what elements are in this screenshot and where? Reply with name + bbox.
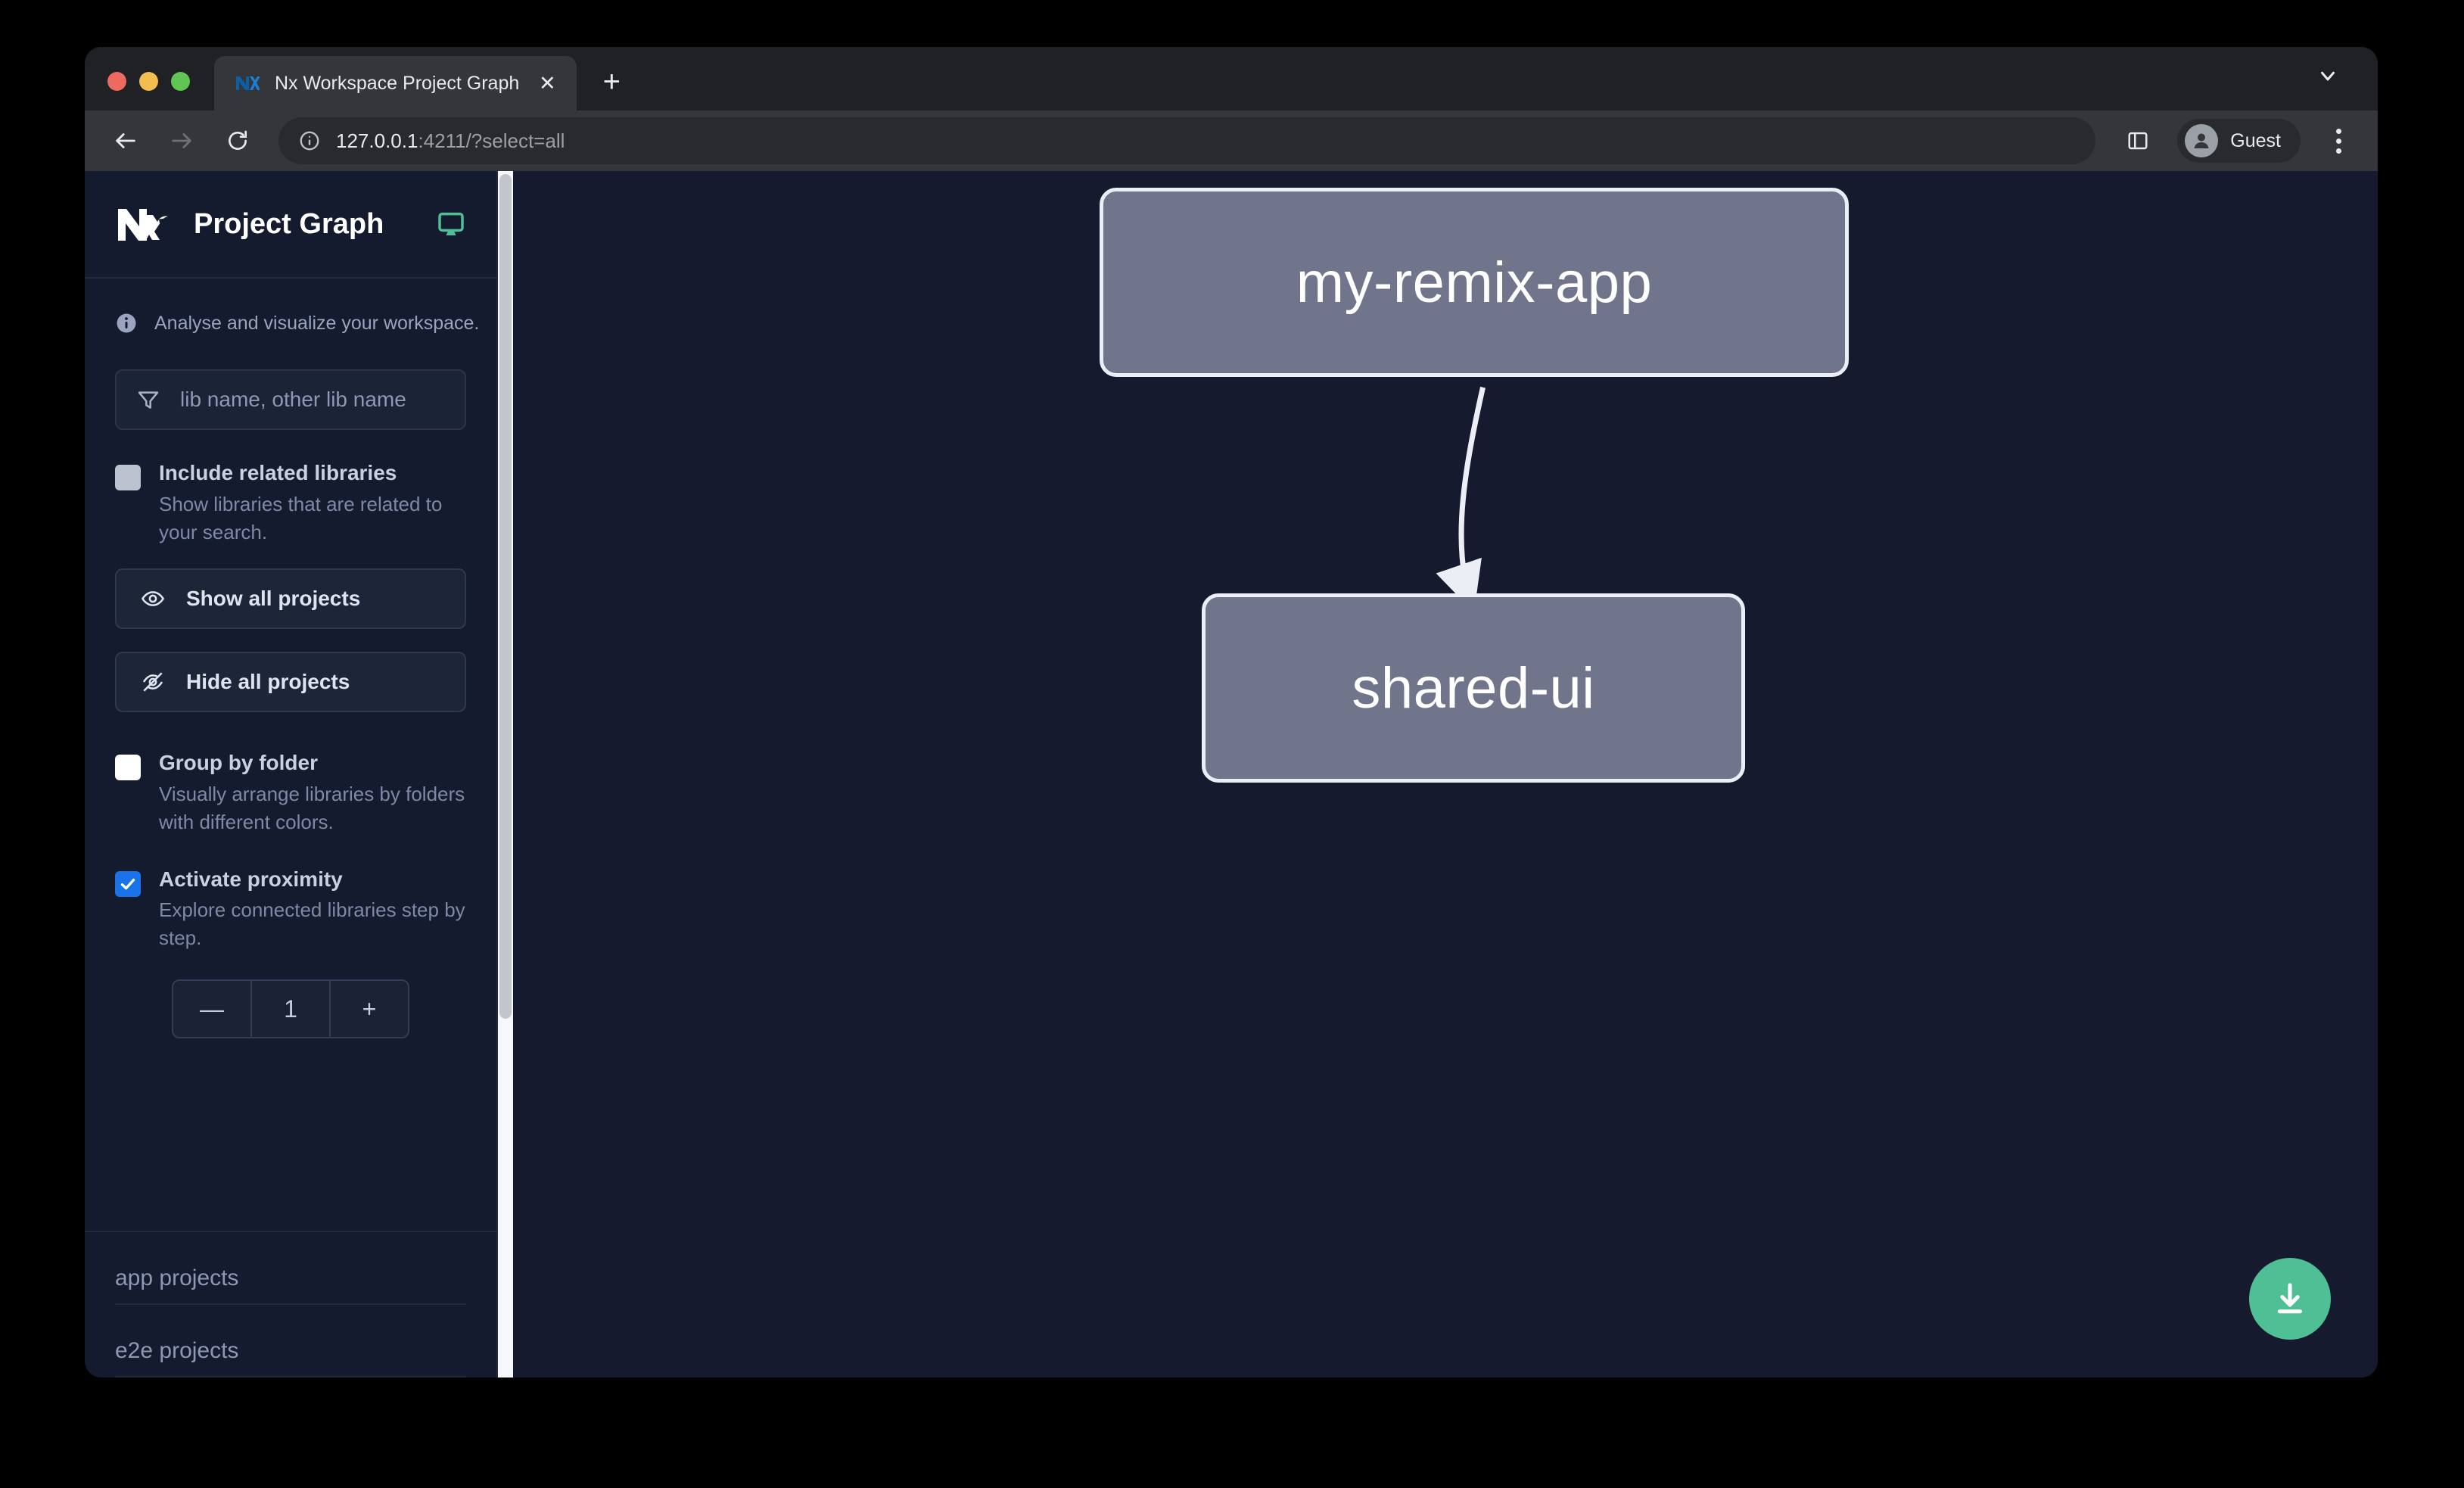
- reload-icon[interactable]: [213, 117, 262, 165]
- back-arrow-icon[interactable]: [101, 117, 150, 165]
- sidebar-scrollbar[interactable]: [498, 171, 513, 1377]
- stepper-increment-button[interactable]: +: [329, 981, 408, 1038]
- option-include-related-libraries[interactable]: Include related libraries Show libraries…: [115, 460, 466, 546]
- address-bar[interactable]: 127.0.0.1:4211/?select=all: [278, 117, 2096, 164]
- option-activate-proximity[interactable]: Activate proximity Explore connected lib…: [115, 867, 466, 952]
- close-tab-button[interactable]: ✕: [538, 71, 556, 95]
- option-group-by-folder[interactable]: Group by folder Visually arrange librari…: [115, 750, 466, 836]
- maximize-window-button[interactable]: [171, 72, 190, 91]
- hide-all-projects-label: Hide all projects: [186, 670, 350, 694]
- graph-node-label: my-remix-app: [1296, 250, 1653, 315]
- section-label: e2e projects: [115, 1338, 239, 1363]
- tab-strip: Nx Workspace Project Graph ✕ +: [85, 47, 2378, 111]
- proximity-stepper: — 1 +: [172, 979, 409, 1039]
- page-content: Project Graph: [85, 171, 2378, 1377]
- window-traffic-lights: [107, 72, 190, 111]
- monitor-icon[interactable]: [436, 209, 466, 239]
- option-description: Explore connected libraries step by step…: [159, 898, 465, 950]
- section-e2e-projects[interactable]: e2e projects: [115, 1305, 466, 1377]
- graph-node-shared-ui[interactable]: shared-ui: [1202, 593, 1745, 783]
- browser-toolbar: 127.0.0.1:4211/?select=all Guest: [85, 111, 2378, 171]
- search-input-placeholder: lib name, other lib name: [180, 388, 406, 411]
- option-label: Group by folder: [159, 751, 318, 775]
- address-bar-host: 127.0.0.1: [336, 129, 418, 152]
- new-tab-button[interactable]: +: [602, 65, 621, 98]
- graph-node-label: shared-ui: [1352, 655, 1595, 721]
- checkbox-group-by-folder[interactable]: [115, 755, 141, 781]
- option-label: Activate proximity: [159, 867, 343, 891]
- funnel-icon: [136, 388, 160, 412]
- forward-arrow-icon[interactable]: [157, 117, 206, 165]
- sidebar: Project Graph: [85, 171, 513, 1377]
- stepper-decrement-button[interactable]: —: [200, 995, 224, 1023]
- hide-all-projects-button[interactable]: Hide all projects: [115, 652, 466, 713]
- search-input[interactable]: lib name, other lib name: [115, 369, 466, 430]
- profile-button[interactable]: Guest: [2177, 119, 2301, 163]
- avatar: [2185, 124, 2219, 157]
- side-panel-icon[interactable]: [2117, 120, 2159, 162]
- graph-node-my-remix-app[interactable]: my-remix-app: [1100, 188, 1849, 377]
- show-all-projects-button[interactable]: Show all projects: [115, 568, 466, 630]
- download-icon: [2270, 1278, 2310, 1319]
- stepper-value: 1: [250, 981, 329, 1038]
- option-description: Visually arrange libraries by folders wi…: [159, 783, 465, 833]
- project-graph-canvas[interactable]: my-remix-app shared-ui: [498, 171, 2378, 1377]
- close-window-button[interactable]: [107, 72, 126, 91]
- nx-logo: [115, 204, 171, 244]
- chevron-down-icon[interactable]: [2313, 61, 2343, 91]
- profile-name: Guest: [2230, 129, 2281, 151]
- sidebar-project-sections: app projects e2e projects: [85, 1231, 496, 1377]
- sidebar-header: Project Graph: [85, 171, 496, 279]
- info-banner-text: Analyse and visualize your workspace.: [154, 312, 480, 334]
- sidebar-scroll-area: Analyse and visualize your workspace. li…: [85, 279, 496, 1231]
- option-description: Show libraries that are related to your …: [159, 492, 443, 543]
- browser-tab-title: Nx Workspace Project Graph: [275, 72, 520, 94]
- sidebar-scrollbar-thumb[interactable]: [499, 174, 512, 1019]
- address-bar-url: 127.0.0.1:4211/?select=all: [336, 129, 565, 153]
- eye-off-icon: [141, 670, 165, 694]
- option-label: Include related libraries: [159, 461, 397, 484]
- graph-edges: [1436, 386, 1486, 613]
- minimize-window-button[interactable]: [139, 72, 158, 91]
- page-title: Project Graph: [194, 207, 384, 240]
- show-all-projects-label: Show all projects: [186, 587, 361, 611]
- browser-tab[interactable]: Nx Workspace Project Graph ✕: [214, 56, 577, 111]
- info-banner: Analyse and visualize your workspace.: [115, 279, 479, 335]
- checkbox-activate-proximity[interactable]: [115, 870, 141, 897]
- nx-logo-icon: [234, 70, 260, 96]
- eye-icon: [141, 587, 165, 611]
- download-graph-button[interactable]: [2249, 1258, 2331, 1340]
- graph-edge-my-remix-app-to-shared-ui: [1436, 386, 1486, 613]
- address-bar-path: :4211/?select=all: [418, 129, 565, 152]
- browser-window: Nx Workspace Project Graph ✕ +: [85, 47, 2378, 1377]
- three-dot-menu-icon[interactable]: [2319, 117, 2358, 165]
- checkbox-include-related-libraries[interactable]: [115, 465, 141, 490]
- info-circle-icon[interactable]: [298, 129, 321, 152]
- section-label: app projects: [115, 1265, 239, 1290]
- section-app-projects[interactable]: app projects: [115, 1232, 466, 1305]
- info-circle-icon: [115, 312, 138, 335]
